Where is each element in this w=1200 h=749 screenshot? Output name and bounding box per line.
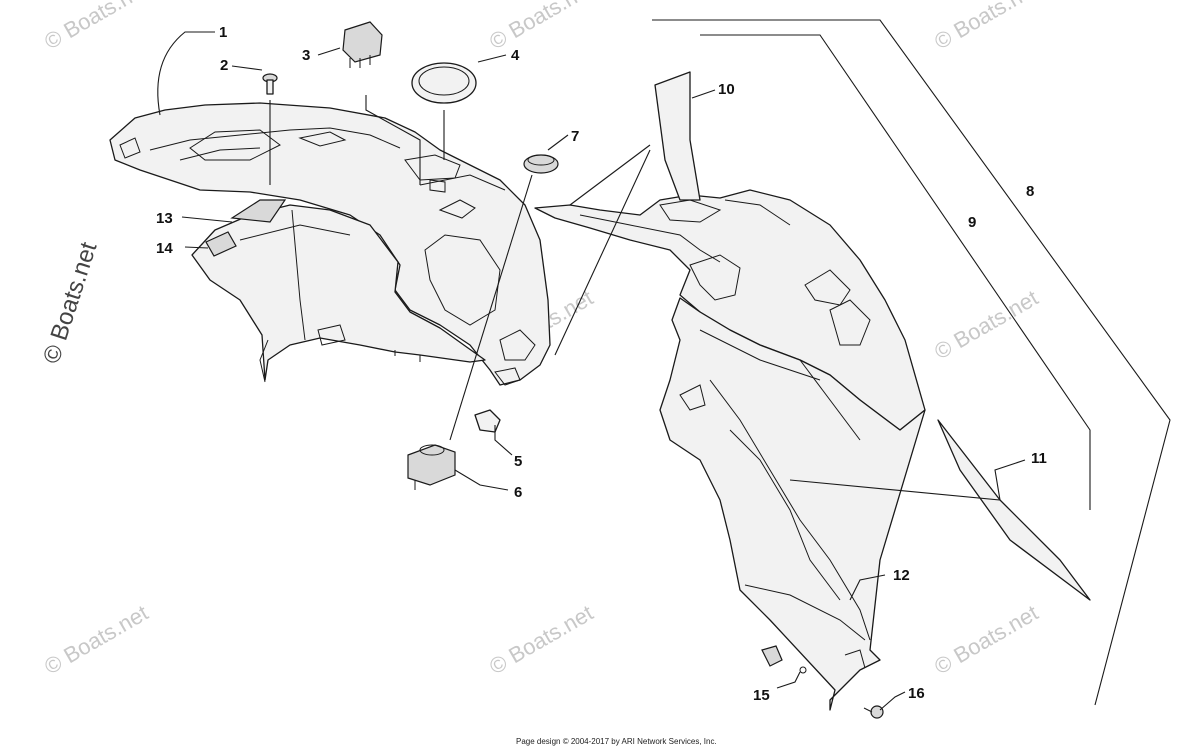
bezel-7 bbox=[523, 154, 559, 174]
screw-16 bbox=[863, 705, 884, 719]
bracket-9 bbox=[700, 34, 1091, 510]
callout-12: 12 bbox=[893, 567, 910, 584]
callouts: 1 2 3 4 5 6 7 8 9 10 11 12 13 14 15 16 bbox=[156, 24, 1047, 704]
watermark-3: © Boats.net bbox=[930, 0, 1042, 54]
watermark-5: © Boats.net bbox=[930, 285, 1042, 364]
callout-6: 6 bbox=[514, 484, 522, 501]
callout-7: 7 bbox=[571, 128, 579, 145]
side-watermark: © Boats.net bbox=[38, 239, 103, 367]
fastener-15 bbox=[761, 645, 807, 674]
left-dash-panel bbox=[109, 102, 551, 386]
decal-11 bbox=[937, 419, 1091, 601]
reflector-14 bbox=[205, 231, 237, 257]
watermark-7: © Boats.net bbox=[485, 600, 597, 679]
bracket-8 bbox=[652, 19, 1171, 706]
page-credit: Page design © 2004-2017 by ARI Network S… bbox=[516, 737, 717, 746]
callout-8: 8 bbox=[1026, 183, 1034, 200]
watermark-2: © Boats.net bbox=[485, 0, 597, 54]
callout-16: 16 bbox=[908, 685, 925, 702]
outlet-6 bbox=[407, 444, 456, 490]
decal-13 bbox=[230, 199, 287, 223]
callout-1: 1 bbox=[219, 24, 227, 41]
callout-3: 3 bbox=[302, 47, 310, 64]
watermark-1: © Boats.net bbox=[40, 0, 152, 54]
watermark-8: © Boats.net bbox=[930, 600, 1042, 679]
decal-10 bbox=[654, 71, 701, 201]
callout-10: 10 bbox=[718, 81, 735, 98]
callout-4: 4 bbox=[511, 47, 520, 64]
callout-13: 13 bbox=[156, 210, 173, 227]
callout-9: 9 bbox=[968, 214, 976, 231]
leader-lines bbox=[157, 31, 1026, 711]
callout-15: 15 bbox=[753, 687, 770, 704]
callout-14: 14 bbox=[156, 240, 173, 257]
right-side-panel bbox=[534, 189, 926, 711]
watermark-6: © Boats.net bbox=[40, 600, 152, 679]
callout-11: 11 bbox=[1031, 450, 1047, 467]
seal-ring-4 bbox=[411, 62, 477, 104]
rocker-switch-3 bbox=[342, 21, 383, 68]
clip-5 bbox=[474, 409, 501, 433]
callout-5: 5 bbox=[514, 453, 522, 470]
callout-2: 2 bbox=[220, 57, 228, 74]
screw-2 bbox=[262, 73, 278, 95]
